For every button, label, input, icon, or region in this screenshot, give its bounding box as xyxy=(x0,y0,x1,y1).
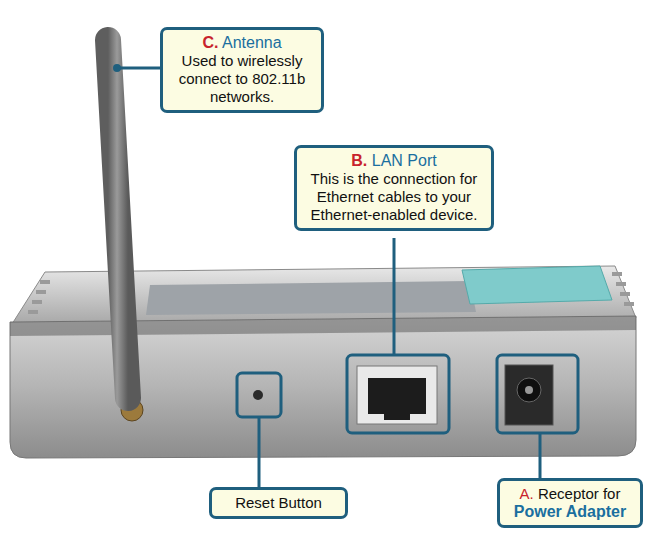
lan-port-callout: B. LAN PortThis is the connection for Et… xyxy=(294,145,494,231)
callout-heading: A. Receptor for xyxy=(507,485,633,503)
part-highlights xyxy=(237,355,578,433)
power-callout: A. Receptor forPower Adapter xyxy=(497,478,643,528)
callout-text: Power Adapter xyxy=(507,503,633,521)
callout-heading: C. Antenna xyxy=(170,34,314,52)
router-body xyxy=(10,266,636,458)
antenna xyxy=(108,40,143,421)
callout-heading: B. LAN Port xyxy=(304,152,484,170)
antenna-callout: C. AntennaUsed to wirelessly connect to … xyxy=(160,27,324,113)
callout-text: This is the connection for Ethernet cabl… xyxy=(304,170,484,224)
callout-text: Used to wirelessly connect to 802.11b ne… xyxy=(170,52,314,106)
leader-dot xyxy=(113,64,121,72)
callout-text: Reset Button xyxy=(219,494,338,512)
reset-callout: Reset Button xyxy=(209,487,348,519)
leader-lines xyxy=(118,68,540,488)
